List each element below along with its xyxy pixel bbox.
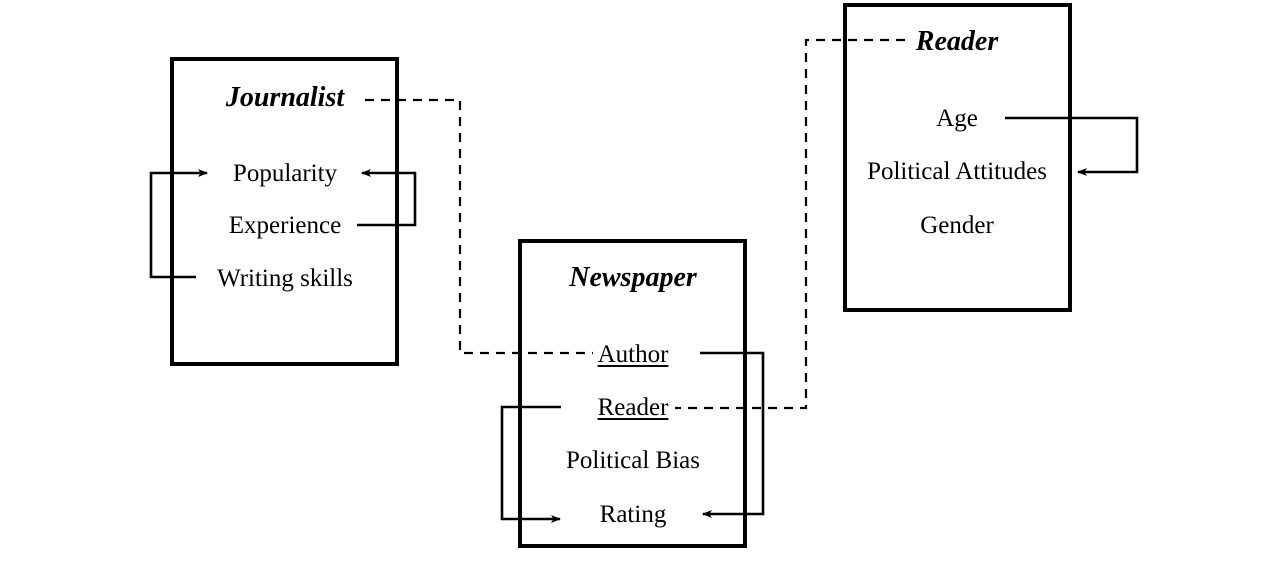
relation-reader-to-newspaper-reader <box>675 38 905 410</box>
attribute-reader-gender: Gender <box>920 212 994 239</box>
attribute-journalist-popularity: Popularity <box>232 160 338 187</box>
attribute-newspaper-reader: Reader <box>597 394 669 421</box>
relation-author-to-rating <box>700 351 765 518</box>
relation-newspaperreader-to-rating <box>500 405 561 523</box>
attribute-newspaper-rating: Rating <box>599 501 667 528</box>
entity-title-reader: Reader <box>915 26 999 57</box>
entity-box-reader <box>843 3 1072 312</box>
attribute-newspaper-political-bias: Political Bias <box>565 447 701 474</box>
entity-title-journalist: Journalist <box>225 82 345 113</box>
attribute-journalist-writing-skills: Writing skills <box>217 265 353 292</box>
entity-box-journalist <box>170 57 399 366</box>
entity-box-newspaper <box>518 239 747 548</box>
relation-experience-to-popularity <box>357 169 417 227</box>
attribute-reader-age: Age <box>936 105 978 132</box>
entity-title-newspaper: Newspaper <box>569 262 697 293</box>
attribute-newspaper-author: Author <box>597 341 669 368</box>
attribute-journalist-experience: Experience <box>228 212 342 239</box>
attribute-reader-political-attitudes: Political Attitudes <box>867 158 1047 185</box>
